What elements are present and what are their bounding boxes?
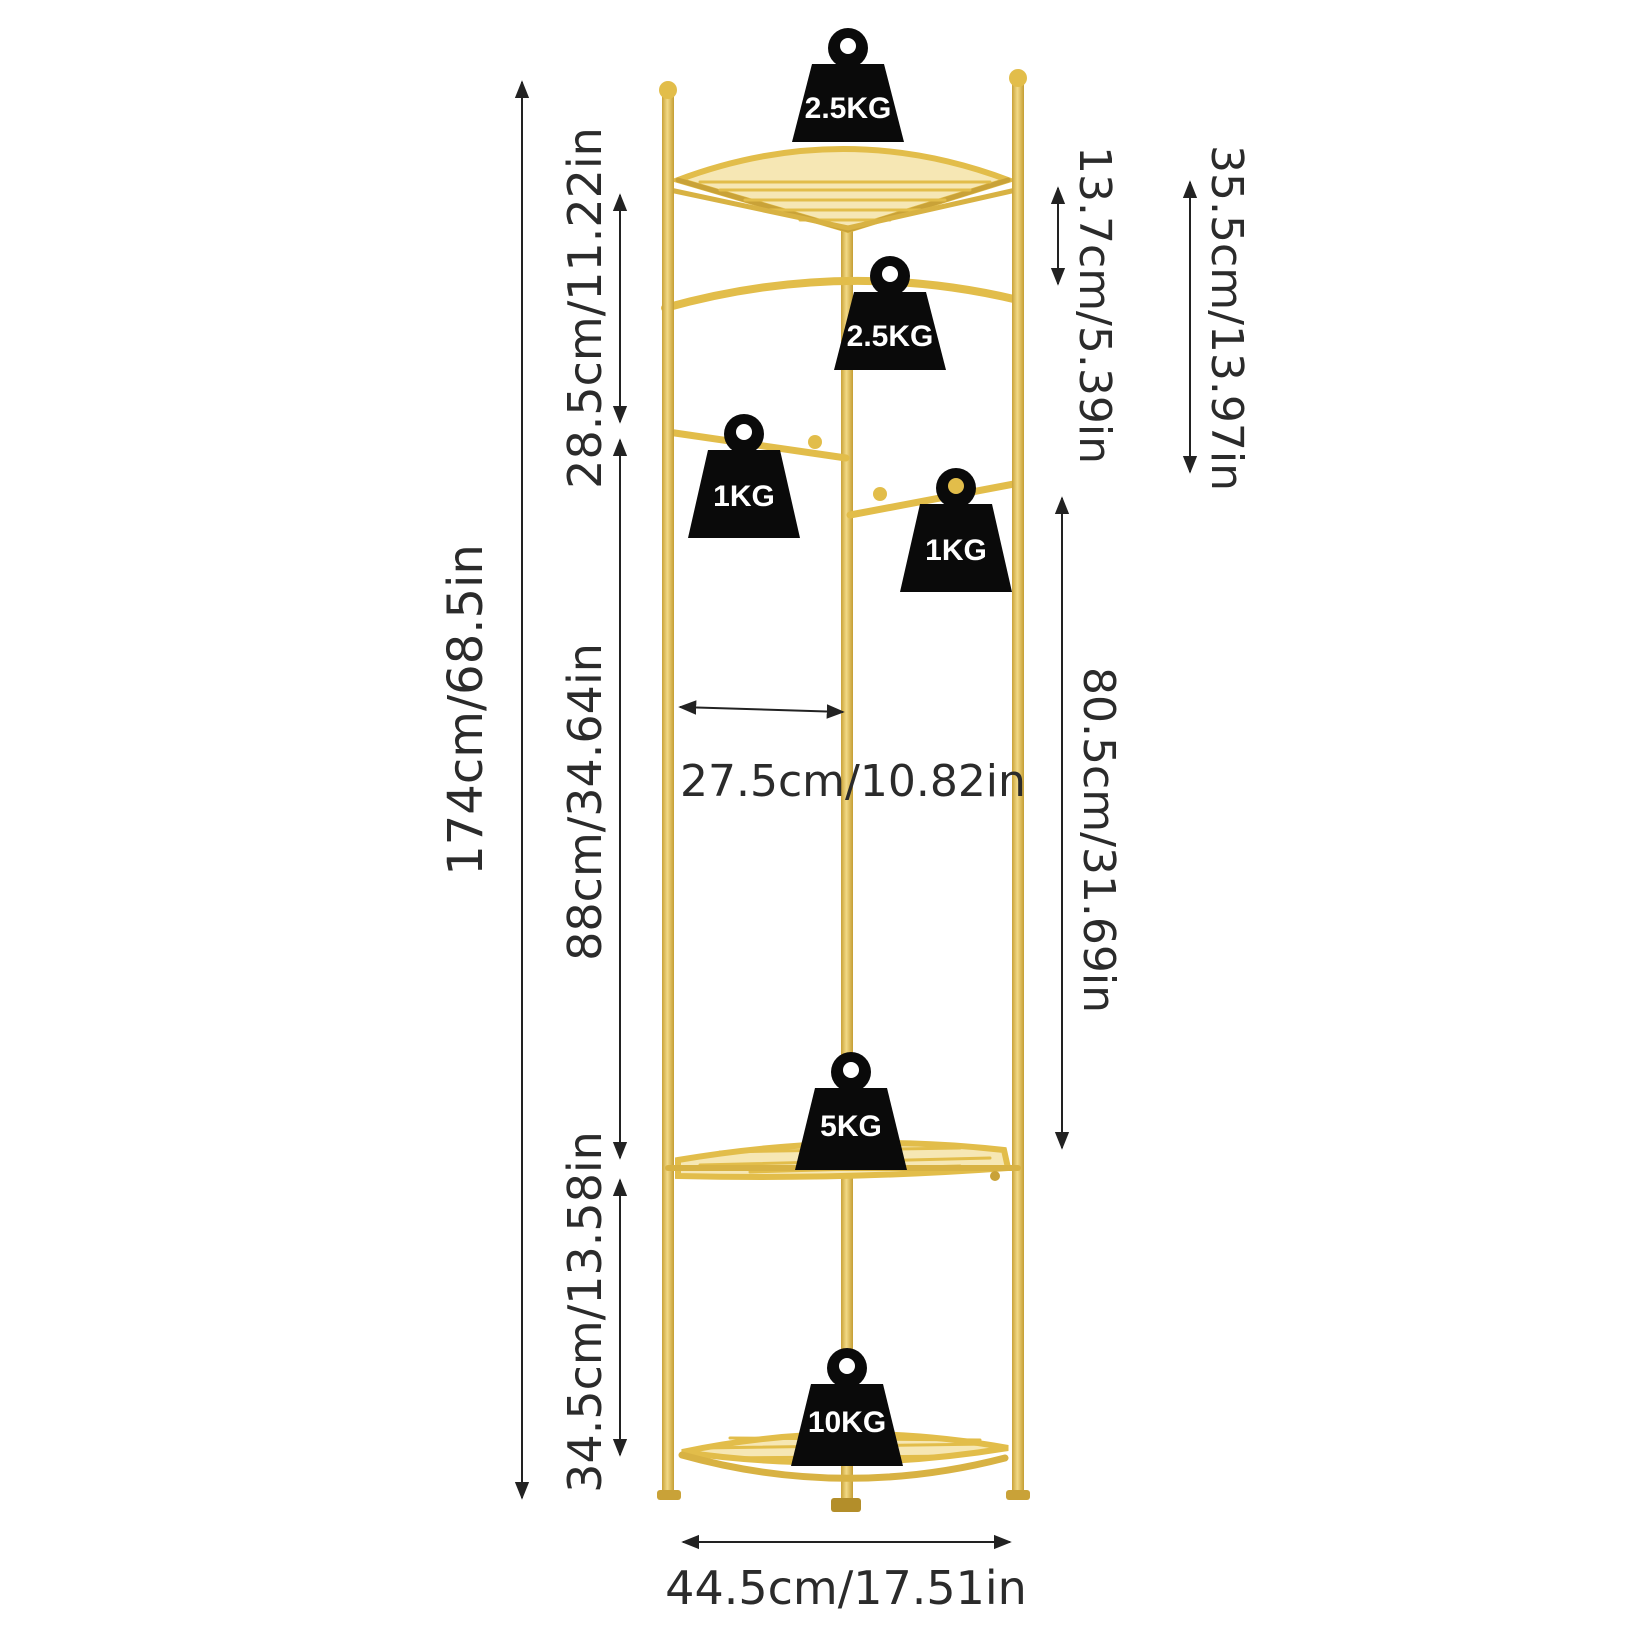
label-middle-section: 88cm/34.64in — [558, 643, 612, 961]
label-hook-to-shelf: 80.5cm/31.69in — [1073, 667, 1124, 1013]
label-top-shelf-gap: 13.7cm/5.39in — [1069, 146, 1120, 464]
label-top-section: 28.5cm/11.22in — [558, 127, 612, 489]
weight-icon: 5KG — [795, 1052, 907, 1170]
dim-line-shelf-depth — [678, 700, 845, 719]
label-total-height: 174cm/68.5in — [438, 544, 494, 876]
back-pole — [841, 200, 853, 1500]
dimension-lines — [514, 80, 1198, 1550]
weight-label-top-shelf: 2.5KG — [805, 92, 892, 125]
weight-icon: 10KG — [791, 1348, 903, 1466]
weight-label-right-hook: 1KG — [925, 534, 987, 567]
label-bottom-section: 34.5cm/13.58in — [558, 1131, 612, 1493]
back-foot — [831, 1498, 861, 1512]
right-hook-bar — [846, 480, 1018, 519]
right-pole — [1012, 78, 1024, 1495]
right-foot — [1006, 1490, 1030, 1500]
upper-rail — [661, 276, 1022, 312]
weight-icon: 1KG — [688, 414, 800, 538]
dimension-labels: 174cm/68.5in 28.5cm/11.22in 88cm/34.64in… — [438, 127, 1252, 1615]
weight-icon: 2.5KG — [834, 256, 946, 370]
weight-icon: 1KG — [900, 468, 1012, 592]
weight-icon: 2.5KG — [792, 28, 904, 142]
weight-label-upper-rail: 2.5KG — [847, 320, 934, 353]
left-pole — [662, 90, 674, 1495]
label-shelf-depth: 27.5cm/10.82in — [680, 756, 1026, 807]
label-base-width: 44.5cm/17.51in — [665, 1561, 1027, 1615]
weight-label-middle-shelf: 5KG — [820, 1110, 882, 1143]
label-top-frame: 35.5cm/13.97in — [1201, 145, 1252, 491]
left-foot — [657, 1490, 681, 1500]
corner-shelf — [657, 69, 1030, 1512]
top-shelf — [667, 146, 1019, 234]
weight-label-bottom-shelf: 10KG — [808, 1406, 886, 1439]
weight-label-left-hook: 1KG — [713, 480, 775, 513]
